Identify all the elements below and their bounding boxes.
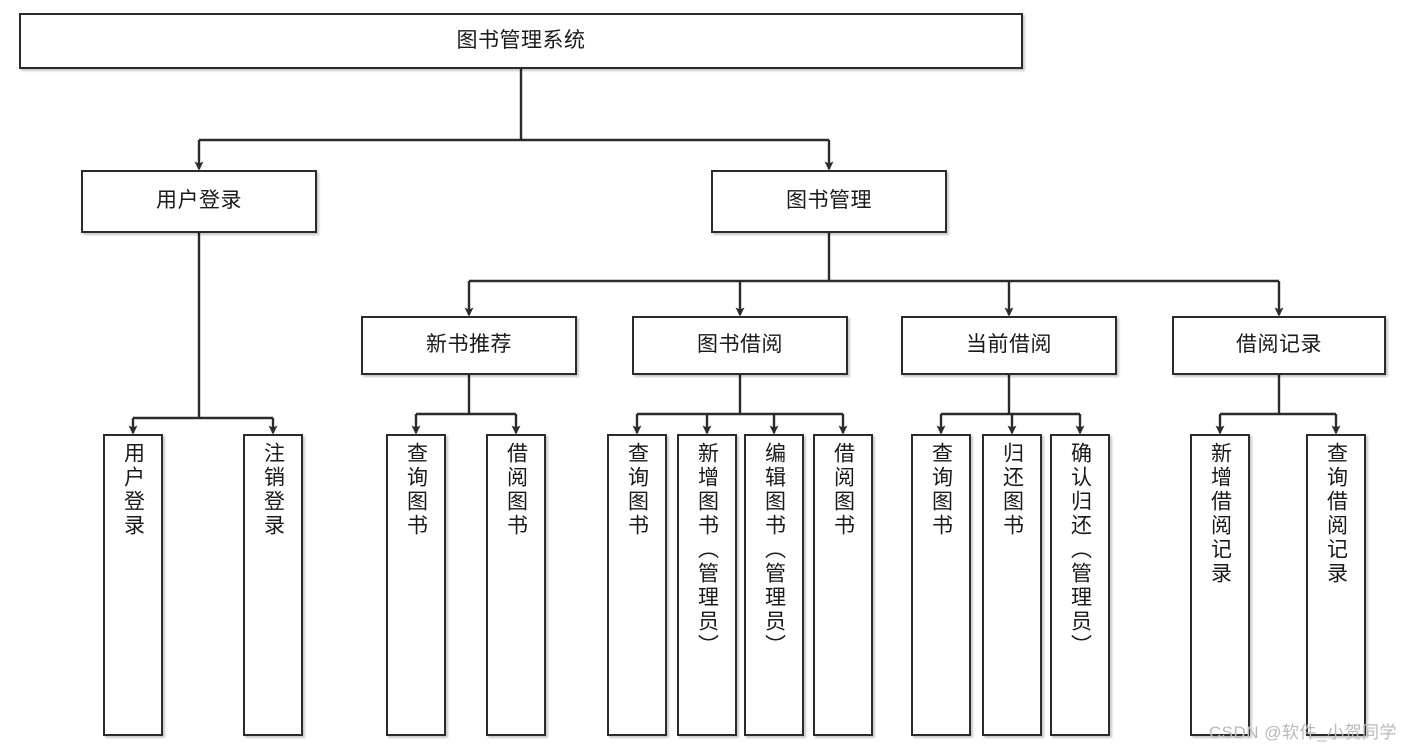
node-label: 新增借阅记录 xyxy=(1208,442,1232,586)
node-label: 确认归还（管理员） xyxy=(1068,442,1092,658)
node-label: 借阅图书 xyxy=(831,442,855,538)
node-label: 用户登录 xyxy=(121,442,145,538)
node-leaf_8[interactable]: 查询图书 xyxy=(911,434,971,736)
node-l3_0[interactable]: 新书推荐 xyxy=(361,316,577,375)
node-label: 新增图书（管理员） xyxy=(695,442,719,658)
node-l3_1[interactable]: 图书借阅 xyxy=(632,316,848,375)
node-label: 图书管理系统 xyxy=(456,28,586,52)
node-leaf_10[interactable]: 确认归还（管理员） xyxy=(1050,434,1110,736)
node-label: 新书推荐 xyxy=(426,333,512,357)
node-leaf_9[interactable]: 归还图书 xyxy=(982,434,1042,736)
node-label: 查询图书 xyxy=(404,442,428,538)
node-label: 编辑图书（管理员） xyxy=(762,442,786,658)
node-l2_1[interactable]: 图书管理 xyxy=(711,170,947,233)
node-l3_3[interactable]: 借阅记录 xyxy=(1172,316,1386,375)
node-leaf_1[interactable]: 注销登录 xyxy=(243,434,303,736)
node-label: 查询图书 xyxy=(625,442,649,538)
node-l2_0[interactable]: 用户登录 xyxy=(81,170,317,233)
node-label: 借阅图书 xyxy=(504,442,528,538)
node-label: 注销登录 xyxy=(261,442,285,538)
node-leaf_3[interactable]: 借阅图书 xyxy=(486,434,546,736)
node-leaf_4[interactable]: 查询图书 xyxy=(607,434,667,736)
node-label: 查询图书 xyxy=(929,442,953,538)
node-leaf_11[interactable]: 新增借阅记录 xyxy=(1190,434,1250,736)
node-l3_2[interactable]: 当前借阅 xyxy=(901,316,1117,375)
node-label: 当前借阅 xyxy=(966,333,1052,357)
node-leaf_2[interactable]: 查询图书 xyxy=(386,434,446,736)
node-leaf_0[interactable]: 用户登录 xyxy=(103,434,163,736)
node-leaf_7[interactable]: 借阅图书 xyxy=(813,434,873,736)
node-leaf_12[interactable]: 查询借阅记录 xyxy=(1306,434,1366,736)
node-label: 查询借阅记录 xyxy=(1324,442,1348,586)
node-label: 图书管理 xyxy=(786,189,872,213)
node-leaf_5[interactable]: 新增图书（管理员） xyxy=(677,434,737,736)
node-leaf_6[interactable]: 编辑图书（管理员） xyxy=(744,434,804,736)
node-label: 归还图书 xyxy=(1000,442,1024,538)
node-root[interactable]: 图书管理系统 xyxy=(19,13,1023,69)
node-label: 图书借阅 xyxy=(697,333,783,357)
node-label: 借阅记录 xyxy=(1236,333,1322,357)
node-label: 用户登录 xyxy=(156,189,242,213)
